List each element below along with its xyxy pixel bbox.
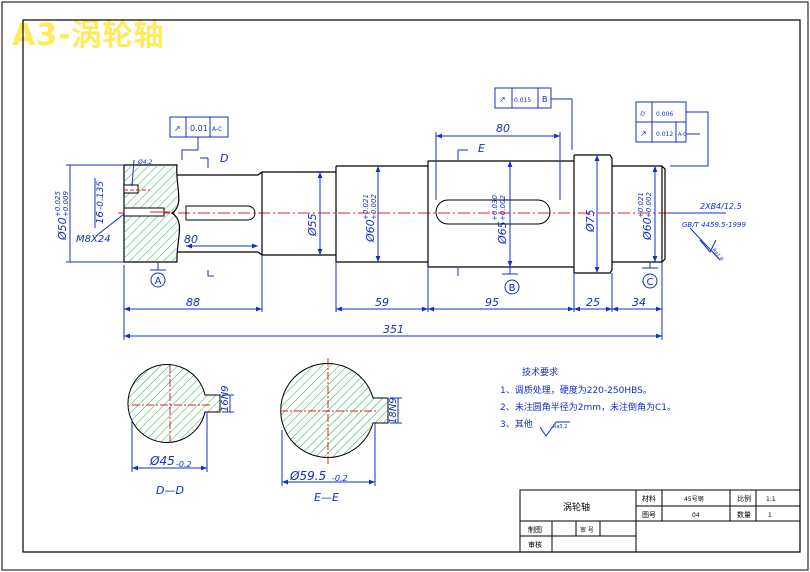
- section-ee: [280, 358, 402, 486]
- dim-60: Ø60: [364, 219, 377, 243]
- tol-datum-1: A-C: [212, 126, 222, 133]
- dim-key-left-len: 80: [184, 233, 198, 246]
- tol-value-3: 0.006: [656, 111, 673, 118]
- dim-65-tol-dn: +0.002: [499, 195, 507, 221]
- datum-b: B: [509, 283, 516, 294]
- dim-right: Ø60: [641, 217, 654, 241]
- section-dd-dia: Ø45: [149, 454, 175, 468]
- section-mark-e: E: [478, 142, 485, 155]
- dim-right-tol-up: +0.021: [637, 192, 645, 218]
- tb-drawn-label: 制图: [528, 525, 542, 534]
- section-dd-label: D—D: [156, 484, 184, 497]
- center-hole-spec: 2XB4/12.5: [700, 202, 742, 211]
- roughness-side-symbol: [699, 239, 717, 253]
- dim-hole: Ø4.2: [137, 159, 152, 166]
- dim-88: 88: [186, 296, 200, 309]
- tol-datum-2: B: [542, 95, 548, 104]
- section-dd-tol: -0.2: [176, 460, 192, 469]
- dim-55: Ø55: [306, 213, 319, 237]
- shaft-profile: [123, 154, 666, 274]
- dim-65: Ø65: [496, 221, 509, 245]
- tol-symbol-1: ↗: [174, 124, 181, 133]
- dim-d-left-tol-dn: +0.009: [62, 191, 70, 217]
- tb-material-label: 材料: [642, 494, 656, 503]
- dim-d-left-tol-up: +0.025: [54, 191, 62, 217]
- roughness-symbol: [539, 421, 570, 437]
- tb-checked-label: 审核: [528, 540, 542, 549]
- dim-59: 59: [375, 296, 389, 309]
- section-ee-dia: Ø59.5: [289, 469, 326, 483]
- roughness-side: Ra1.6: [710, 247, 724, 262]
- dim-75: Ø75: [584, 209, 597, 233]
- section-mark-d: D: [220, 152, 228, 165]
- notes-line1: 1、调质处理，硬度为220-250HBS。: [500, 384, 652, 396]
- dim-60-tol-up: +0.021: [362, 194, 370, 220]
- keyway-left: [185, 205, 256, 221]
- tb-material: 45号钢: [684, 495, 704, 503]
- dimension-lines: [66, 98, 726, 340]
- tolerance-frames: [169, 87, 687, 143]
- notes-roughness: Ra3.2: [553, 424, 567, 430]
- inner-border: [22, 19, 801, 553]
- tb-drawing-no-label: 图号: [642, 511, 656, 519]
- tol-value-1: 0.01: [190, 124, 208, 133]
- dim-thread: M8X24: [76, 234, 111, 245]
- dim-right-tol-dn: +0.002: [645, 192, 653, 218]
- tol-symbol-4: ↗: [640, 129, 647, 138]
- dim-60-tol-dn: +0.002: [370, 194, 378, 220]
- dim-key-mid-len: 80: [496, 122, 510, 135]
- tol-value-2: 0.015: [514, 97, 531, 104]
- notes-title: 技术要求: [522, 366, 558, 378]
- dim-95: 95: [485, 296, 499, 309]
- section-ee-tol: -0.2: [332, 474, 348, 483]
- dim-65-tol-up: +0.030: [491, 195, 499, 221]
- dim-34: 34: [632, 296, 646, 309]
- section-ee-key: 18N9: [388, 397, 399, 424]
- dim-25: 25: [586, 296, 600, 309]
- datum-markers: [150, 262, 658, 295]
- tb-part-name: 涡轮轴: [563, 501, 590, 513]
- section-dd-key: 16N9: [220, 385, 231, 412]
- threaded-holes: [123, 184, 170, 217]
- section-ee-label: E—E: [314, 491, 339, 504]
- section-dd: [127, 364, 234, 472]
- dim-key1: 16: [95, 211, 106, 224]
- notes-line2: 2、未注圆角半径为2mm，未注倒角为C1。: [500, 401, 676, 413]
- tol-symbol-3: ⌭: [640, 109, 646, 118]
- tol-datum-4: A-C: [678, 132, 687, 138]
- datum-a: A: [155, 276, 162, 287]
- dim-total: 351: [383, 323, 404, 336]
- center-hole-std: GB/T 4459.5-1999: [682, 221, 746, 229]
- tb-scale: 1:1: [766, 496, 776, 503]
- tb-qty: 1: [768, 512, 772, 519]
- title-block: [519, 489, 801, 553]
- tb-qty-label: 数量: [737, 510, 751, 519]
- tb-sign-label: 审 号: [580, 526, 594, 534]
- dim-d-left: Ø50: [56, 217, 69, 241]
- keyway-mid: [435, 199, 551, 225]
- datum-c: C: [647, 277, 654, 288]
- watermark-title: A3-涡轮轴: [12, 18, 165, 53]
- tol-value-4: 0.012: [656, 131, 673, 138]
- tol-symbol-2: ↗: [499, 95, 506, 104]
- tb-scale-label: 比例: [737, 494, 751, 503]
- tb-drawing-no: 04: [692, 512, 700, 519]
- dim-key1-tol: -0.135: [96, 181, 106, 210]
- notes-line3: 3、其他: [500, 418, 533, 430]
